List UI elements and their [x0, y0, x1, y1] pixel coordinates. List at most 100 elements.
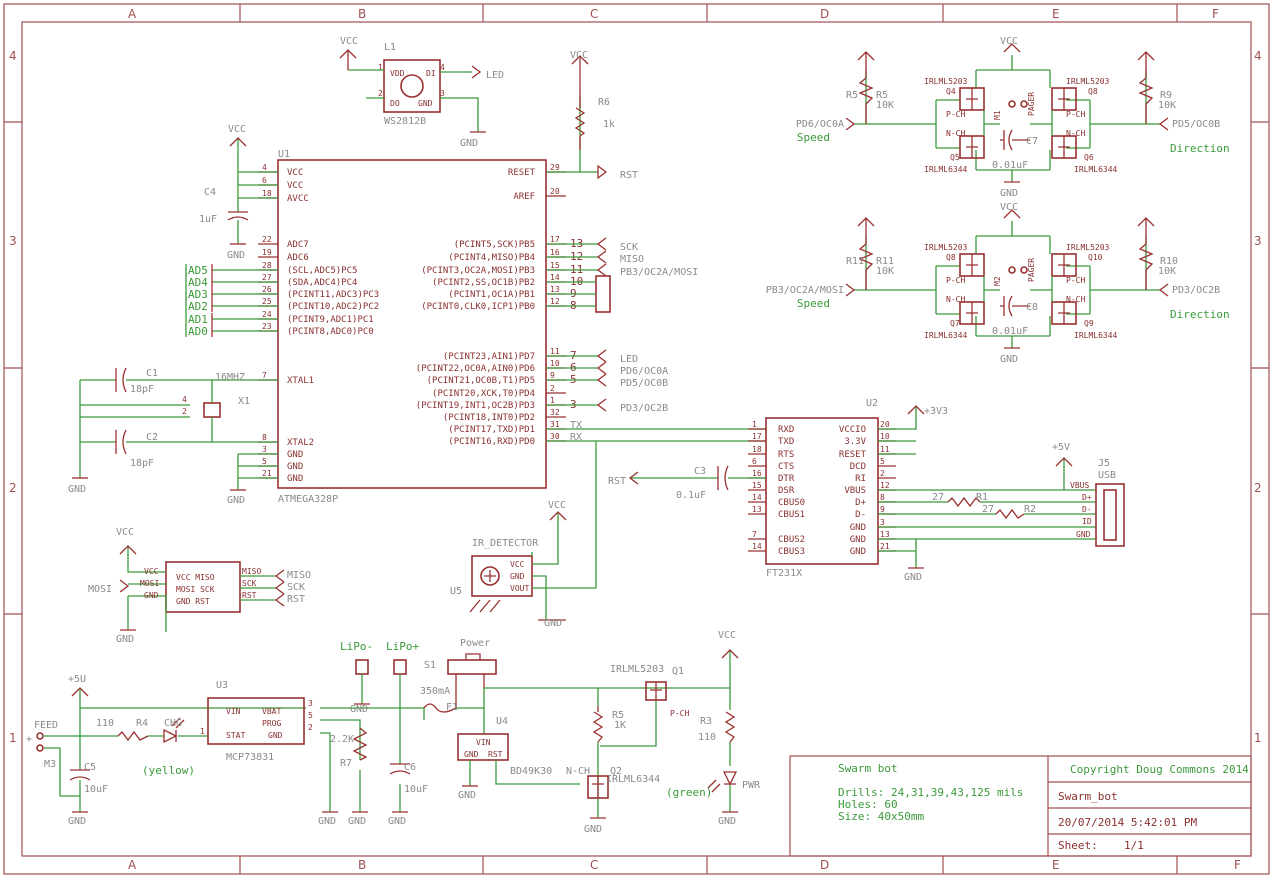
u1-left-pin-name: (SCL,ADC5)PC5	[287, 266, 357, 276]
u1-left-pin-name: (PCINT9,ADC1)PC1	[287, 315, 374, 325]
title-drills: Drills: 24,31,39,43,125 mils	[838, 786, 1023, 799]
u2-right-pin-num: 20	[880, 420, 890, 429]
analog-net-label: AD4	[188, 276, 208, 289]
u2-left-pin-name: CBUS3	[778, 547, 805, 557]
hbridge-p-type: IRLML5203	[924, 243, 968, 252]
hbridge-p-type: IRLML5203	[924, 77, 968, 86]
hbridge-mid	[983, 276, 1053, 302]
u1-part: ATMEGA328P	[278, 494, 338, 505]
gnd-label: GND	[68, 484, 86, 495]
hbridge-pch: P-CH	[946, 276, 965, 285]
ir-detector: IR_DETECTOR U5 VCC GND VOUT VCC GND	[450, 441, 597, 629]
u1-right-pin-name: RESET	[508, 168, 536, 178]
header-pins	[595, 275, 611, 313]
q2-nch: N-CH	[566, 766, 590, 777]
u1-right-pin-num: 16	[550, 248, 560, 257]
motor-terminal	[1020, 100, 1028, 108]
outer-frame	[3, 3, 1270, 875]
row-label-right: 2	[1254, 481, 1262, 495]
vcc-label: VCC	[228, 124, 246, 135]
svg-text:4: 4	[440, 63, 445, 72]
title-sheet-value: 1/1	[1124, 839, 1144, 852]
vcc-label: VCC	[570, 50, 588, 61]
u2-left-pin-num: 7	[752, 530, 757, 539]
hbridge-right-label: Direction	[1170, 308, 1230, 321]
hbridge-right-net: PD5/OC0B	[1172, 119, 1220, 130]
c2-ref: C2	[146, 432, 158, 443]
u2-left-pin-name: CTS	[778, 462, 794, 472]
gnd-label: GND	[458, 790, 476, 801]
u1-right-pin-name: (PCINT16,RXD)PD0	[448, 437, 535, 447]
hbridge-q-ref: Q10	[1088, 253, 1103, 262]
c6-ref: C6	[404, 762, 416, 773]
r2-value: 27	[982, 504, 994, 515]
row-label-right: 3	[1254, 234, 1262, 248]
u1-left-pin-num: 8	[262, 433, 267, 442]
gnd-label: GND	[544, 618, 562, 629]
isp-sck-net: SCK	[287, 582, 305, 593]
title-name: Swarm_bot	[1058, 790, 1118, 803]
hbridge-q-ref: Q8	[946, 253, 956, 262]
r4-ref: R4	[136, 718, 148, 729]
u1-left-pin-name: (SDA,ADC4)PC4	[287, 278, 357, 288]
c6-value: 10uF	[404, 784, 428, 795]
gnd-label: GND	[1000, 188, 1018, 199]
rx-label: RX	[570, 432, 582, 443]
hbridge-mosfet-gate	[966, 302, 978, 324]
hbridge-mosfet-gate	[1058, 88, 1070, 110]
svg-text:GND RST: GND RST	[176, 597, 210, 606]
u1-left-pin-name: (PCINT11,ADC3)PC3	[287, 290, 379, 300]
u2-right-pin-name: 3.3V	[844, 437, 866, 447]
u1-left-pin-name: GND	[287, 462, 303, 472]
svg-text:D+: D+	[1082, 493, 1092, 502]
c4-value: 1uF	[199, 214, 217, 225]
isp-mosi-net: MOSI	[88, 584, 112, 595]
svg-text:MISO: MISO	[242, 567, 261, 576]
u2-part: FT231X	[766, 568, 802, 579]
hbridge-pch: P-CH	[946, 110, 965, 119]
r6-ref: R6	[598, 97, 610, 108]
hbridge-cap-value: 0.01uF	[992, 326, 1028, 337]
gnd-label: GND	[460, 138, 478, 149]
net-pd5: PD5/OC0B	[620, 378, 668, 389]
usb-ref: J5	[1098, 458, 1110, 469]
svg-text:RST: RST	[488, 750, 503, 759]
hbridge-pullup-vcc	[857, 217, 1155, 236]
analog-net-label: AD5	[188, 264, 208, 277]
svg-text:VIN: VIN	[226, 707, 241, 716]
svg-text:MOSI SCK: MOSI SCK	[176, 585, 215, 594]
u1-left-pin-name: ADC6	[287, 253, 309, 263]
u2-left-pin-name: CBUS1	[778, 510, 805, 520]
u2-right-pin-name: DCD	[850, 462, 866, 472]
gnd-label: GND	[227, 250, 245, 261]
u1-right-pin-num: 29	[550, 163, 560, 172]
c3-value: 0.1uF	[676, 490, 706, 501]
crystal-section: C1 18pF C2 18pF 16MHZ X1 42 GND GND	[68, 367, 278, 506]
hbridge-mosfet-gate	[1058, 254, 1070, 276]
power-switch-label: Power	[460, 638, 490, 649]
r5-ref: R5	[612, 710, 624, 721]
c1-ref: C1	[146, 368, 158, 379]
u2-right-pin-name: GND	[850, 535, 866, 545]
u1-left-pin-name: GND	[287, 474, 303, 484]
hbridge-mosfet-gate	[966, 88, 978, 110]
col-label-bottom: E	[1052, 858, 1060, 872]
svg-text:2: 2	[308, 723, 313, 732]
hbridge-pullup-right	[1138, 236, 1154, 290]
net-rst: RST	[620, 170, 638, 181]
c5-value: 10uF	[84, 784, 108, 795]
u1-right-pin-name: (PCINT21,OC0B,T1)PD5	[427, 376, 535, 386]
gnd-label: GND	[584, 824, 602, 835]
u2-right-pin-num: 8	[880, 493, 885, 502]
hbridge-nch: N-CH	[1066, 129, 1085, 138]
hbridge-n-type: IRLML6344	[924, 331, 968, 340]
svg-text:GND: GND	[144, 591, 159, 600]
hbridge-p-type: IRLML5203	[1066, 77, 1110, 86]
hbridge-q-ref: Q9	[1084, 319, 1094, 328]
hbridge-r-right-ref: R9	[1160, 90, 1172, 101]
u2-usb-uart: U2 FT231X 1RXD17TXD18RTS6CTS16DTR15DSR14…	[608, 398, 1096, 583]
hbridge-right-wire	[1066, 236, 1160, 315]
u1-right-pin-num: 11	[550, 347, 560, 356]
